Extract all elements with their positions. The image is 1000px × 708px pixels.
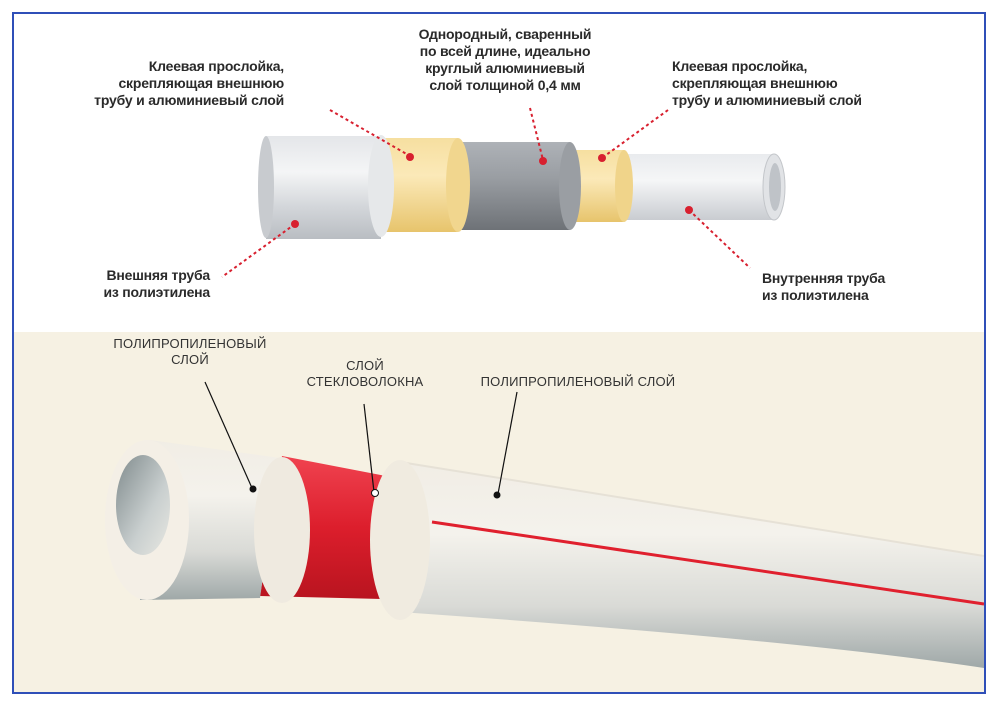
bottom-pointer-dots [249,485,501,499]
outer-pp-top-edge [399,461,985,557]
bottom-pipe [105,440,985,668]
dot-pp-right [493,491,501,499]
label-pp-layer-right: ПОЛИПРОПИЛЕНОВЫЙ СЛОЙ [480,374,676,389]
outer-pe-pipe [266,136,381,239]
pointer-adhesive-right [601,109,669,159]
fiberglass-ring-end [370,460,430,620]
adhesive-right-end [615,150,633,222]
label-fiberglass-layer: СЛОЙ СТЕКЛОВОЛОКНА [306,358,424,389]
dot-outer-pipe [291,220,299,228]
bottom-pointer-lines [204,381,518,495]
outer-pipe-right-end [368,135,394,237]
top-pointer-dots [291,153,693,228]
dot-inner-pipe [685,206,693,214]
pointer-inner-pipe [688,209,751,269]
dot-aluminium [539,157,547,165]
outer-pipe-left-end [258,136,274,238]
label-adhesive-left: Клеевая прослойка, скрепляющая внешнюю т… [94,58,284,108]
top-pipe [258,135,786,239]
dot-pp-left [249,485,257,493]
dot-adhesive-left [406,153,414,161]
pointer-aluminium [529,107,544,161]
inner-pipe-bore [769,163,781,211]
label-inner-pipe: Внутренняя труба из полиэтилена [762,270,886,303]
label-aluminium-layer: Однородный, сваренный по всей длине, иде… [418,26,592,93]
inner-pe-pipe [620,154,774,220]
inner-tube-joint [254,457,310,603]
label-adhesive-right: Клеевая прослойка, скрепляющая внешнюю т… [672,58,862,108]
label-pp-layer-left: ПОЛИПРОПИЛЕНОВЫЙ СЛОЙ [113,336,267,367]
blue-frame [12,12,986,694]
adhesive-left-end [446,138,470,232]
label-outer-pipe: Внешняя труба из полиэтилена [103,267,210,300]
aluminium-layer [455,142,570,230]
dot-fiberglass [371,489,379,497]
outer-pp-body [395,462,984,668]
pointer-pp-left [204,381,253,489]
pointer-pp-right [497,391,518,495]
dot-adhesive-right [598,154,606,162]
pipe-bore [116,455,170,555]
red-marking-stripe [431,520,985,606]
pointer-fiberglass [363,403,375,493]
aluminium-end [559,142,581,230]
top-pointer-lines [221,107,751,278]
